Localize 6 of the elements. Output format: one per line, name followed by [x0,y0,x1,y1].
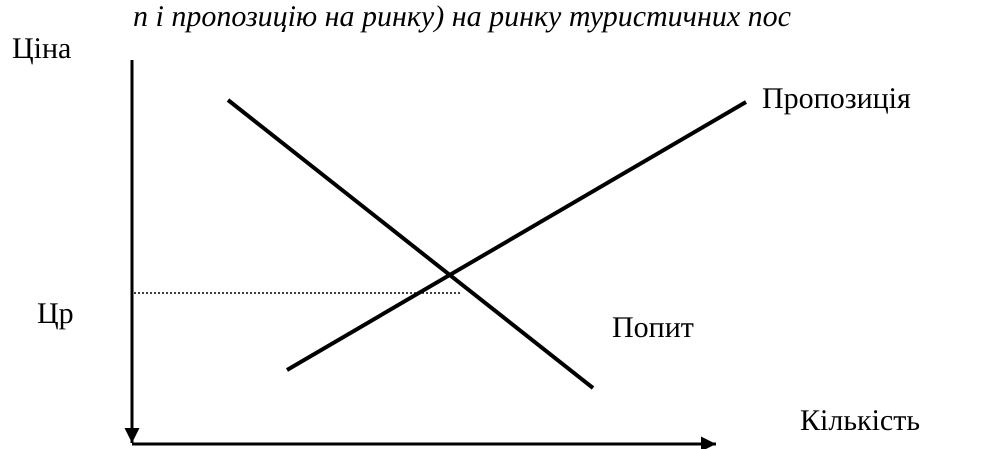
curve-label: Попит [612,311,694,345]
price-label: Цр [37,297,74,331]
axis-label: Кількість [800,404,920,438]
axis-label: Ціна [12,32,72,66]
caption-fragment: п і пропозицію на ринку) на ринку туристичних пос [133,0,791,34]
curve-label: Пропозиція [762,82,911,116]
